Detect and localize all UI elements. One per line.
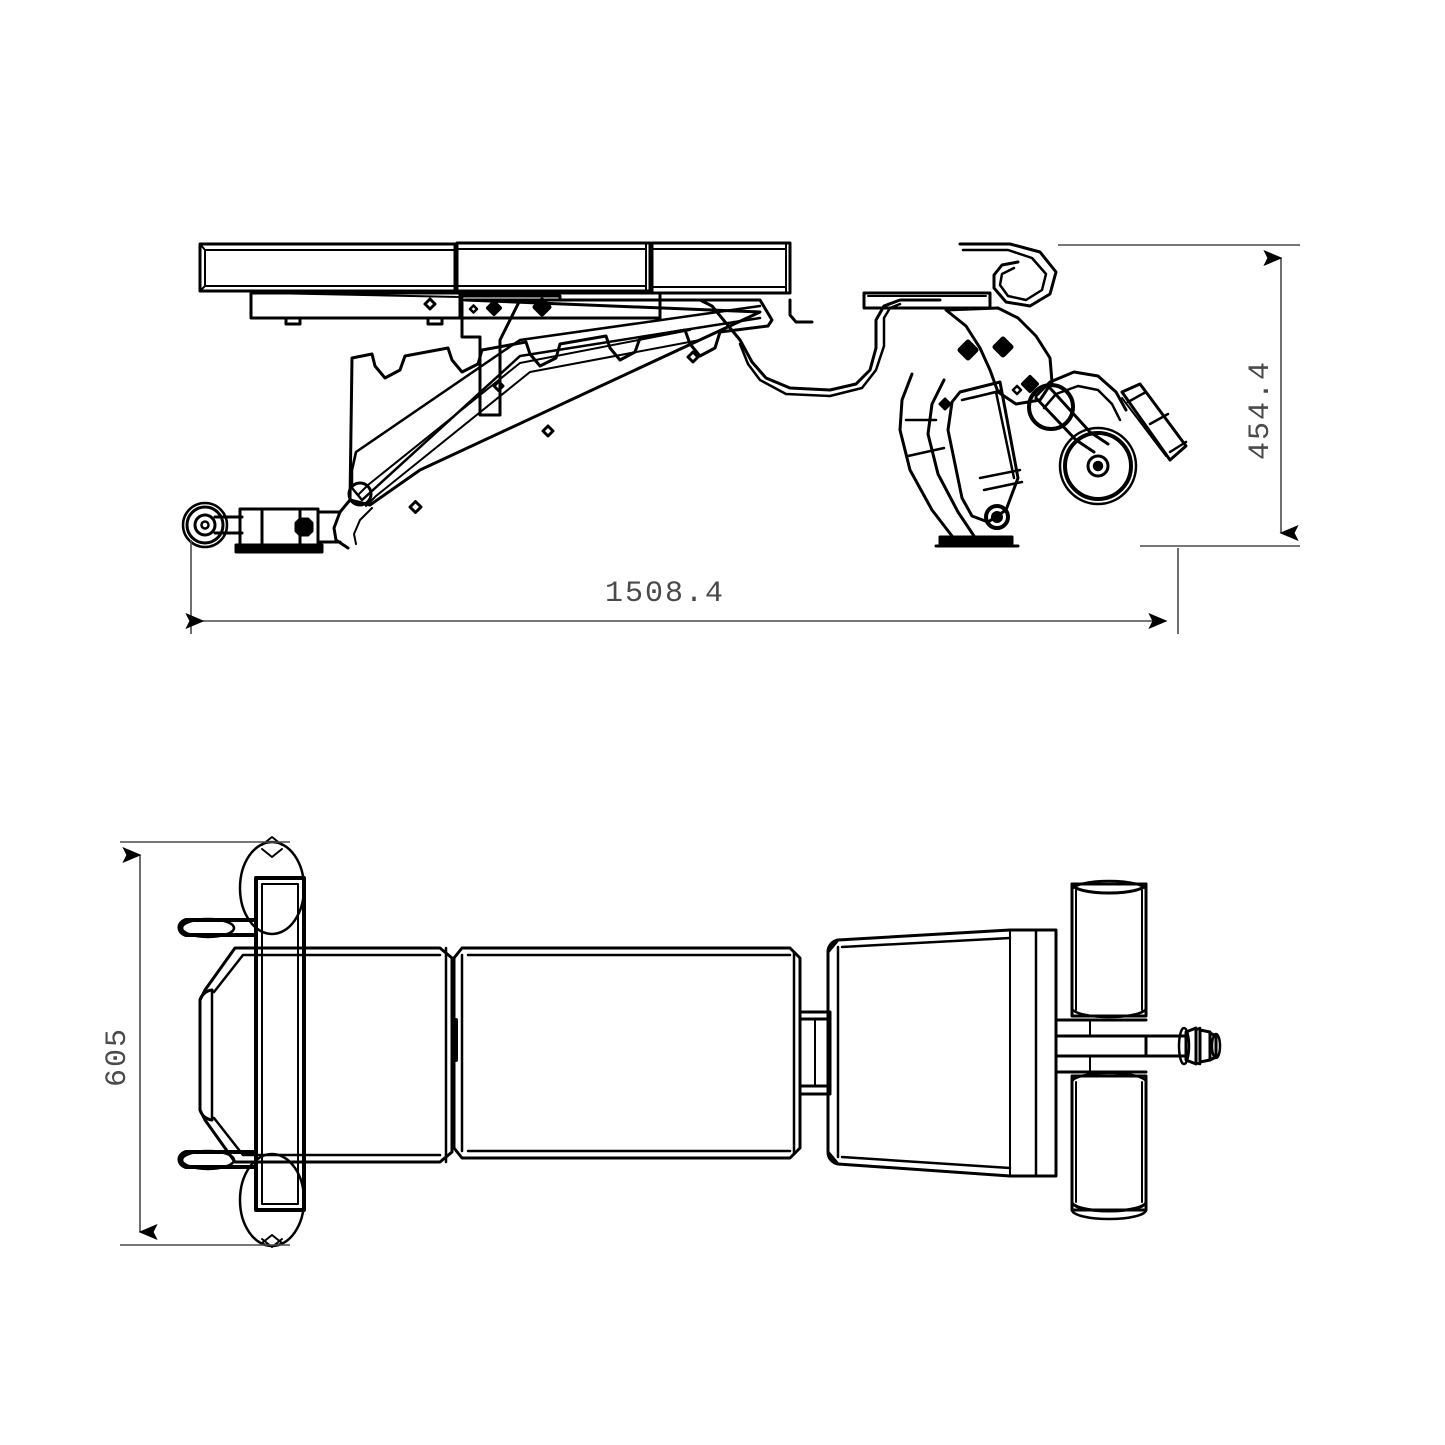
back-pad-plan xyxy=(198,946,454,1164)
rear-pad xyxy=(650,241,792,295)
roller-pad-bottom xyxy=(1070,1071,1148,1221)
side-view-dimensions xyxy=(185,244,1300,634)
center-frame-bridge xyxy=(658,298,942,398)
connector-tube xyxy=(798,1010,832,1096)
rear-leg-assembly xyxy=(898,306,1054,548)
front-frame-and-wheel xyxy=(181,498,373,554)
rear-pad-plan xyxy=(826,928,1058,1178)
back-pad xyxy=(198,242,457,293)
seat-pad xyxy=(455,241,652,293)
overall-height-dimension-text: 454.4 xyxy=(1244,360,1278,460)
roller-axle-bars xyxy=(1054,1018,1148,1074)
overall-width-dimension-text: 605 xyxy=(101,1027,135,1087)
ratchet-ladder-bracket xyxy=(347,294,774,507)
rail-bolt-hole xyxy=(423,297,437,311)
side-elevation-view xyxy=(181,241,1188,554)
handle-grip-plan xyxy=(1144,1026,1222,1066)
seat-pad-plan xyxy=(452,946,802,1160)
stabilizer-foot-top xyxy=(177,917,258,939)
overall-length-dimension-text: 1508.4 xyxy=(605,577,725,611)
top-view-dimensions xyxy=(120,841,290,1246)
bracket-fasteners xyxy=(408,297,700,514)
top-plan-view xyxy=(177,836,1222,1248)
roller-pad-top xyxy=(1070,879,1148,1019)
leg-developer-assembly xyxy=(1027,370,1188,506)
